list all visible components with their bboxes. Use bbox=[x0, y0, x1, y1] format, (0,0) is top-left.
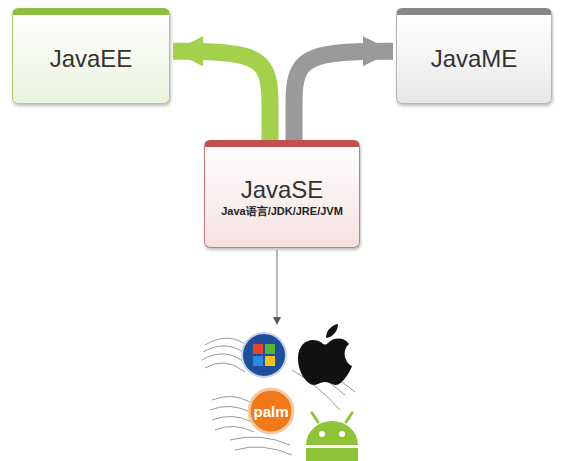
windows-logo bbox=[242, 333, 286, 377]
platform-arrowhead bbox=[273, 317, 281, 325]
android-logo bbox=[306, 413, 358, 461]
box-title: JavaME bbox=[431, 45, 518, 73]
platform-line bbox=[277, 250, 278, 318]
palm-logo-text: palm bbox=[253, 403, 288, 420]
box-title: JavaSE bbox=[241, 176, 324, 204]
palm-logo bbox=[249, 389, 293, 433]
javame-box: JavaME bbox=[396, 8, 552, 104]
box-title: JavaEE bbox=[50, 45, 133, 73]
javase-box: JavaSEJava语言/JDK/JRE/JVM bbox=[204, 140, 360, 248]
box-subtitle: Java语言/JDK/JRE/JVM bbox=[221, 204, 343, 218]
javaee-box: JavaEE bbox=[12, 8, 170, 104]
apple-logo bbox=[298, 324, 352, 385]
thick-curved-arrow bbox=[173, 51, 270, 140]
thick-curved-arrow bbox=[294, 51, 393, 140]
